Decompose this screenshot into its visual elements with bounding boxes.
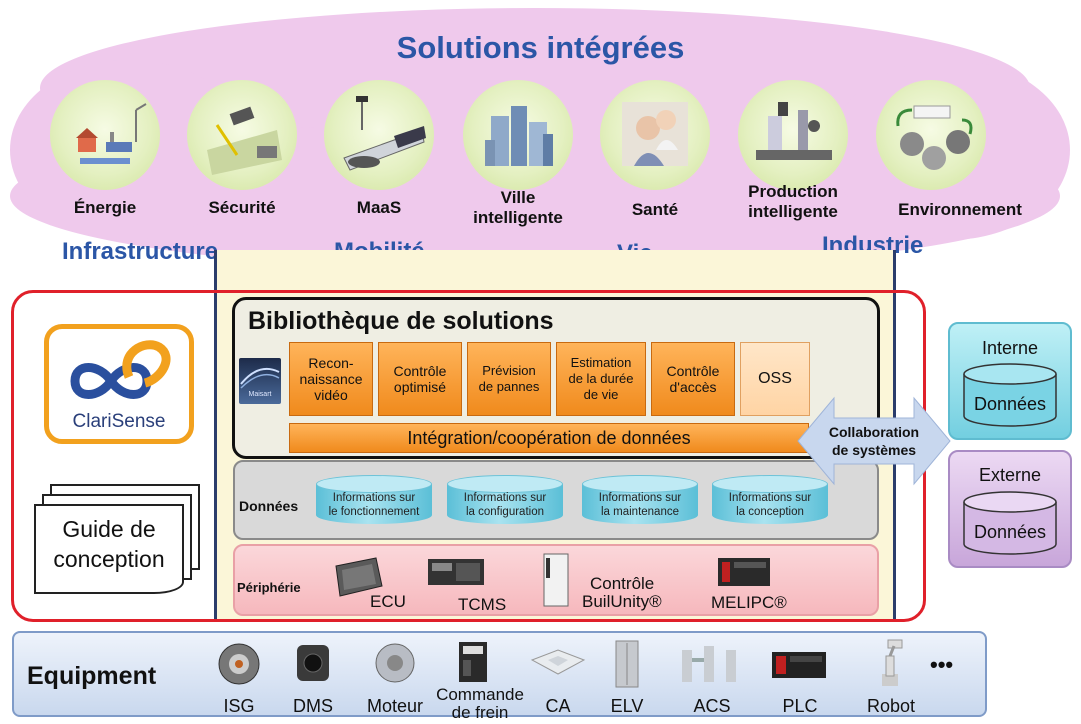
internal-data-label: Données (973, 394, 1047, 414)
equipment-ca: CA (545, 696, 571, 716)
equipment-dms: DMS (293, 696, 333, 716)
periphery-controle: Contrôle (590, 574, 655, 593)
equipment-commande-l1: Commande (436, 685, 524, 704)
equipment-plc: PLC (782, 696, 818, 716)
equipment-isg: ISG (223, 696, 255, 716)
external-data-label: Données (973, 522, 1047, 542)
energy-icon (50, 80, 160, 190)
maas-icon (324, 80, 434, 190)
module-oss: OSS (740, 342, 810, 416)
tcms-device-icon (426, 555, 486, 589)
data-layer-label: Données (239, 498, 299, 514)
ac-icon (528, 646, 588, 680)
domain-label-ville-l1: Ville (500, 188, 536, 207)
brake-control-icon (455, 638, 491, 686)
isg-icon (216, 641, 262, 687)
external-db-icon (962, 490, 1058, 556)
collaboration-l1: Collaboration (828, 424, 920, 440)
periphery-tcms: TCMS (458, 595, 507, 614)
infinity-icon (70, 340, 171, 399)
more-equipment: ••• (930, 652, 954, 677)
domain-label-production-l2: intelligente (748, 202, 838, 221)
equipment-elv: ELV (610, 696, 644, 716)
collaboration-arrow (796, 394, 952, 488)
melipc-device-icon (716, 556, 772, 588)
clarisense-brand: ClariSense (72, 411, 166, 432)
data-integration-bar: Intégration/coopération de données (289, 423, 809, 453)
domain-label-energie: Énergie (73, 198, 137, 217)
domain-label-securite: Sécurité (208, 198, 276, 217)
clarisense-logo: ClariSense (44, 324, 194, 444)
guide-label-l1: Guide de (62, 516, 156, 542)
security-icon (187, 80, 297, 190)
domain-label-ville-l2: intelligente (473, 208, 563, 227)
environment-icon (876, 80, 986, 190)
guide-doc-front: Guide de conception (34, 504, 184, 594)
elevator-icon (614, 639, 640, 689)
domain-label-maas: MaaS (356, 198, 402, 217)
ecu-device-icon (330, 556, 386, 600)
maisart-label: Maisart (248, 391, 272, 398)
periphery-ecu: ECU (370, 592, 406, 611)
plc-icon (770, 648, 828, 682)
guide-label-l2: conception (53, 546, 165, 572)
page-title: Solutions intégrées (396, 30, 685, 65)
external-title: Externe (978, 465, 1042, 485)
periphery-melipc: MELIPC® (711, 593, 787, 612)
equipment-acs: ACS (693, 696, 731, 716)
module-estimation-duree-vie: Estimation de la durée de vie (556, 342, 646, 416)
collaboration-l2: de systèmes (831, 442, 917, 458)
robot-icon (870, 636, 910, 688)
equipment-label: Equipment (27, 662, 157, 690)
equipment-moteur: Moteur (366, 696, 424, 716)
module-reconnaissance-video: Recon- naissance vidéo (289, 342, 373, 416)
internal-db-icon (962, 362, 1058, 428)
motor-icon (372, 640, 418, 686)
module-prevision-pannes: Prévision de pannes (467, 342, 551, 416)
smart-production-icon (738, 80, 848, 190)
equipment-robot: Robot (866, 696, 916, 716)
category-infrastructure: Infrastructure (62, 238, 219, 265)
domain-label-sante: Santé (631, 200, 679, 219)
smart-city-icon (463, 80, 573, 190)
internal-title: Interne (981, 338, 1039, 358)
access-control-icon (678, 640, 748, 686)
health-icon (600, 80, 710, 190)
periphery-builunity: BuilUnity® (582, 592, 662, 611)
builunity-device-icon (542, 552, 570, 608)
domain-label-production-l1: Production (748, 182, 838, 201)
dms-icon (293, 641, 333, 685)
domain-label-environnement: Environnement (898, 200, 1022, 219)
module-controle-optimise: Contrôle optimisé (378, 342, 462, 416)
maisart-logo: Maisart (239, 358, 281, 404)
equipment-commande-l2: de frein (451, 703, 509, 722)
periphery-label: Périphérie (237, 580, 301, 595)
module-controle-acces: Contrôle d'accès (651, 342, 735, 416)
library-title: Bibliothèque de solutions (248, 307, 554, 335)
